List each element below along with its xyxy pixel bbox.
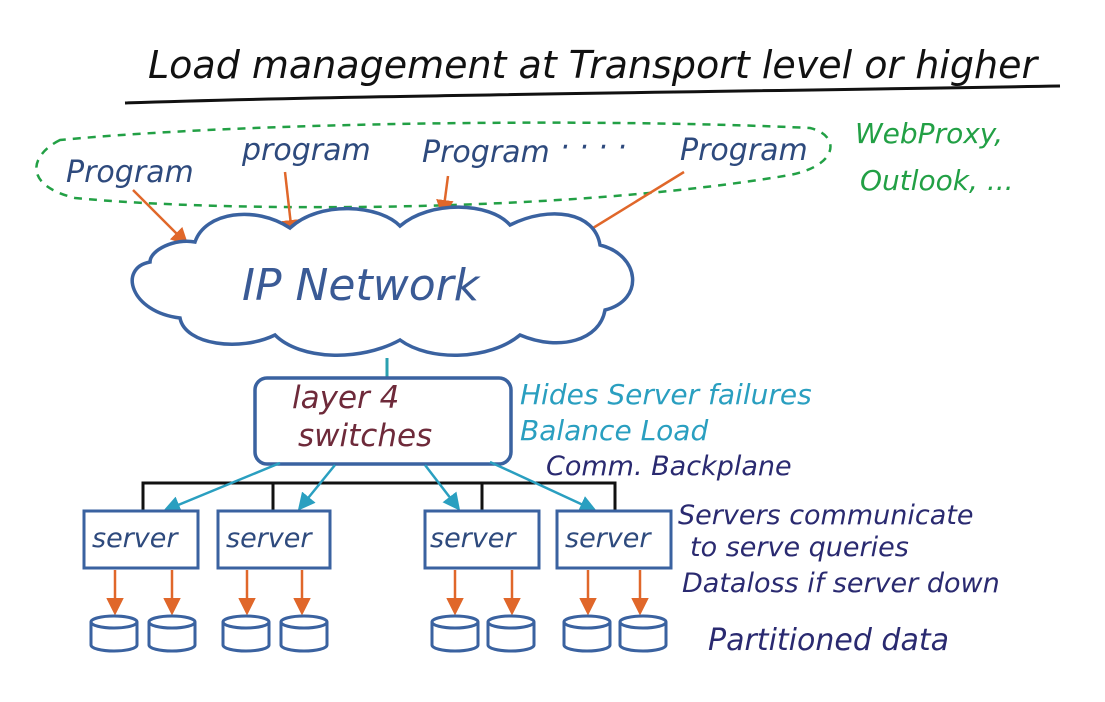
server-label-2: server: [226, 523, 313, 554]
database-icon: [430, 614, 480, 653]
server-box-2: [216, 509, 332, 570]
database-icon: [89, 614, 139, 653]
program-ellipsis: · · · ·: [560, 130, 627, 165]
database-icon: [618, 614, 668, 653]
program-examples-line1: WebProxy,: [855, 117, 1003, 150]
switch-arrow-1: [162, 461, 281, 513]
program-arrow-4: [577, 170, 685, 238]
server-box-1: [82, 509, 200, 570]
database-icon: [562, 614, 612, 653]
server-note-serve-queries: to serve queries: [690, 532, 909, 563]
program-label-3: Program: [422, 135, 550, 170]
switch-label-line1: layer 4: [292, 380, 399, 416]
switch-label-line2: switches: [298, 418, 432, 454]
database-icon: [147, 614, 197, 653]
switch-arrow-3: [424, 464, 461, 511]
server-label-4: server: [565, 523, 652, 554]
backplane-bus: [141, 481, 617, 510]
program-examples-line2: Outlook, ...: [860, 164, 1014, 197]
program-arrow-1: [132, 189, 189, 246]
database-icon: [221, 614, 271, 653]
server-note-communicate: Servers communicate: [678, 500, 973, 531]
program-group-outline: [35, 121, 832, 209]
server-box-4: [555, 509, 673, 570]
server-label-1: server: [92, 523, 179, 554]
server-label-3: server: [430, 523, 517, 554]
program-label-4: Program: [680, 133, 808, 168]
switch-note-backplane: Comm. Backplane: [546, 451, 792, 482]
program-arrow-2: [281, 171, 300, 238]
ip-network-cloud: [130, 205, 635, 357]
server-note-dataloss: Dataloss if server down: [682, 568, 1000, 599]
database-icon: [486, 614, 536, 653]
program-label-2: program: [241, 133, 371, 168]
database-icon: [279, 614, 329, 653]
layer4-switch-box: [253, 376, 513, 466]
switch-note-balance-load: Balance Load: [520, 414, 708, 447]
switch-arrow-4: [489, 460, 598, 513]
title-underline: [124, 84, 1061, 105]
switch-note-hides-failures: Hides Server failures: [520, 378, 812, 411]
server-box-3: [423, 509, 541, 570]
ip-network-label: IP Network: [242, 260, 481, 311]
page-title: Load management at Transport level or hi…: [148, 43, 1039, 87]
partitioned-data-label: Partitioned data: [708, 623, 949, 658]
program-label-1: Program: [66, 155, 194, 190]
switch-arrow-2: [297, 464, 336, 511]
